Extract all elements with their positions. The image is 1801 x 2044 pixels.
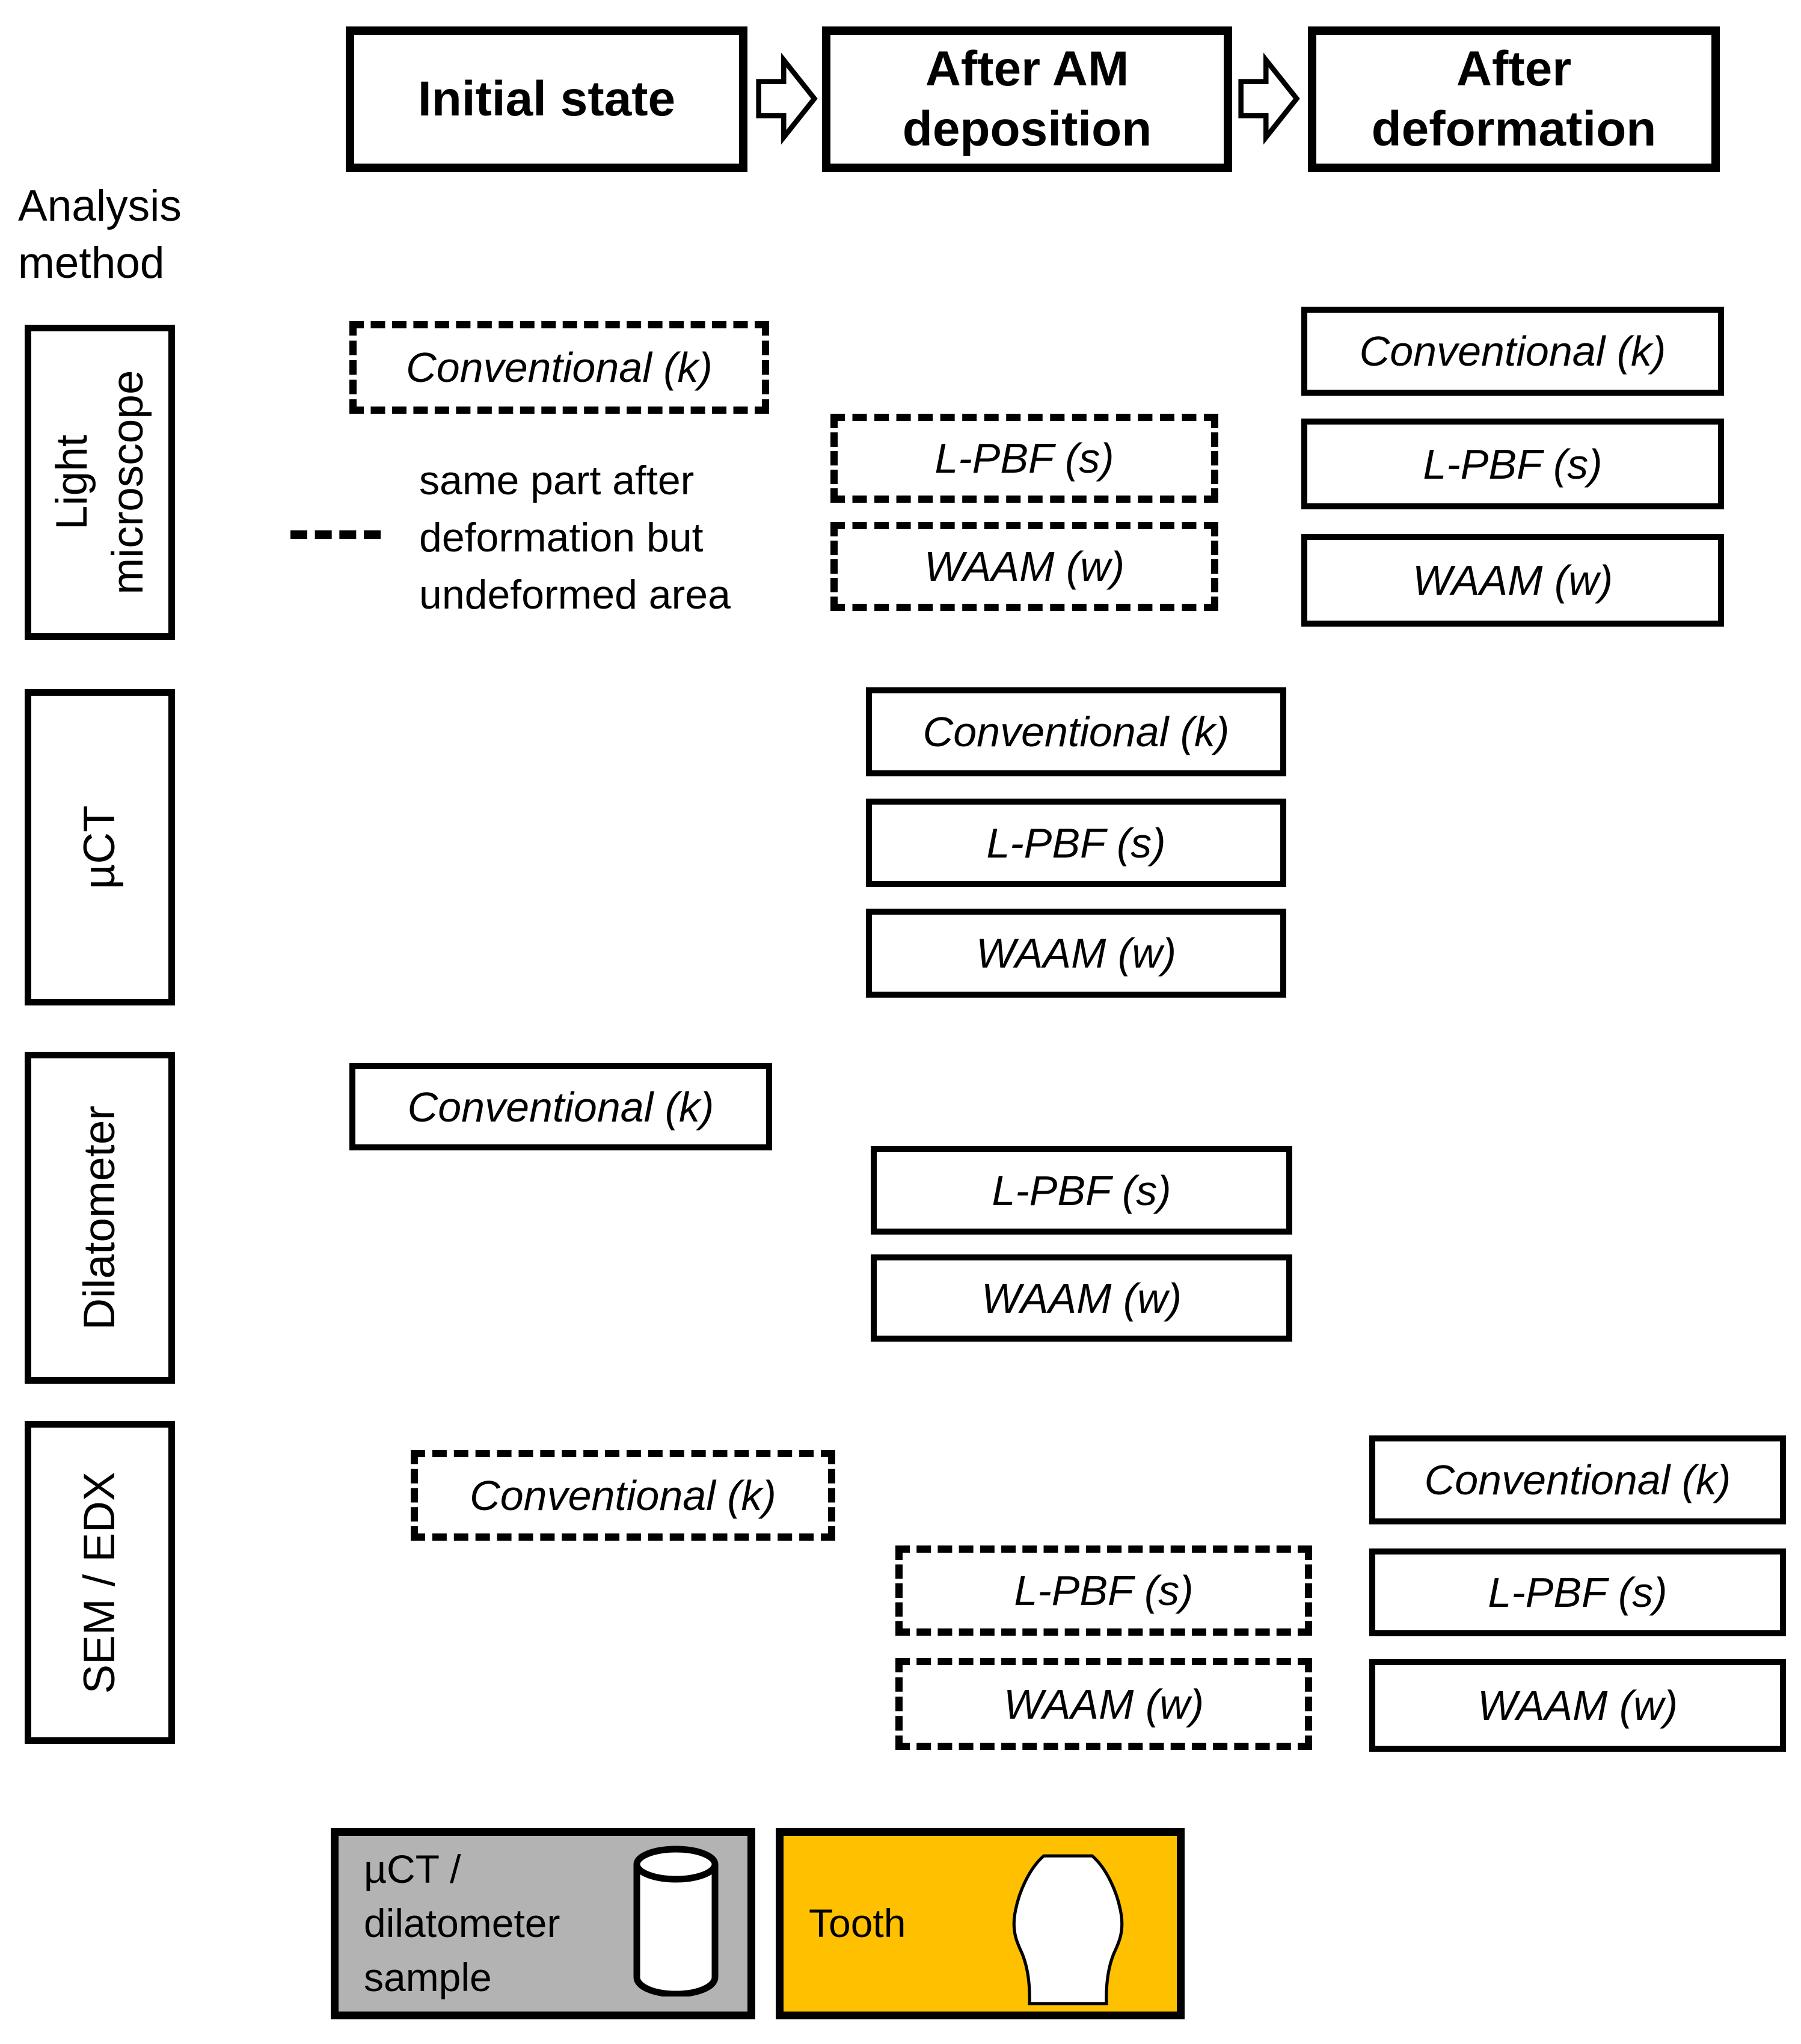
box-sem-afterdef-lpbf: L-PBF (s) (1369, 1548, 1786, 1636)
box-label: L-PBF (s) (992, 1167, 1171, 1214)
note-line2: deformation but (419, 515, 704, 561)
box-label: Conventional (k) (1424, 1456, 1731, 1503)
box-label: Conventional (k) (1359, 328, 1666, 375)
header-after-deformation-line2: deformation (1371, 102, 1657, 156)
box-sem-afteram-waam-dashed: WAAM (w) (895, 1658, 1312, 1750)
dashed-legend-note: same part after deformation but undeform… (419, 452, 731, 624)
box-label: WAAM (w) (1477, 1682, 1678, 1729)
box-label: L-PBF (s) (986, 819, 1166, 867)
note-line1: same part after (419, 458, 695, 503)
row-label-light-microscope-line2: microscope (103, 370, 152, 595)
header-after-deformation-line1: After (1456, 41, 1572, 96)
box-label: WAAM (w) (975, 930, 1177, 977)
box-label: WAAM (w) (1003, 1680, 1204, 1728)
box-dil-afteram-lpbf: L-PBF (s) (871, 1146, 1292, 1235)
arrow-right-icon (1238, 51, 1300, 146)
legend-sample-line3: sample (364, 1954, 492, 1999)
box-label: WAAM (w) (1412, 557, 1613, 604)
row-label-uct: µCT (25, 689, 175, 1005)
box-lm-afterdef-waam: WAAM (w) (1301, 534, 1724, 627)
box-label: L-PBF (s) (1488, 1569, 1668, 1616)
box-sem-afterdef-waam: WAAM (w) (1369, 1659, 1786, 1752)
analysis-method-line1: Analysis (18, 182, 182, 230)
row-label-dilatometer: Dilatometer (25, 1052, 175, 1384)
box-label: L-PBF (s) (1423, 440, 1603, 488)
box-lm-initial-conventional-dashed: Conventional (k) (349, 321, 769, 414)
box-lm-afterdef-conventional: Conventional (k) (1301, 307, 1724, 396)
tooth-icon (1005, 1852, 1131, 2007)
header-initial-state-label: Initial state (417, 71, 676, 126)
legend-tooth-text: Tooth (809, 1901, 906, 1946)
box-dil-afteram-waam: WAAM (w) (871, 1254, 1292, 1342)
box-lm-afteram-waam-dashed: WAAM (w) (830, 522, 1218, 611)
box-label: Conventional (k) (922, 708, 1230, 755)
box-label: Conventional (k) (470, 1472, 776, 1519)
box-uct-afteram-conventional: Conventional (k) (866, 687, 1286, 776)
row-label-sem-edx-text: SEM / EDX (75, 1471, 124, 1694)
header-after-am-line1: After AM (925, 41, 1129, 96)
box-label: WAAM (w) (981, 1274, 1182, 1322)
legend-sample-line2: dilatometer (364, 1901, 560, 1946)
box-label: L-PBF (s) (1014, 1567, 1194, 1614)
box-label: Conventional (k) (406, 344, 713, 391)
box-label: L-PBF (s) (934, 435, 1114, 482)
box-uct-afteram-waam: WAAM (w) (866, 909, 1286, 998)
analysis-method-line2: method (18, 238, 165, 287)
row-label-light-microscope-line1: Light (47, 434, 96, 530)
box-lm-afterdef-lpbf: L-PBF (s) (1301, 419, 1724, 509)
arrow-right-icon (755, 51, 818, 146)
box-sem-afterdef-conventional: Conventional (k) (1369, 1435, 1786, 1524)
box-sem-afteram-lpbf-dashed: L-PBF (s) (895, 1545, 1312, 1636)
row-label-dilatometer-text: Dilatometer (75, 1105, 124, 1330)
dashed-line-sample (290, 530, 381, 539)
box-sem-initial-conventional-dashed: Conventional (k) (411, 1450, 835, 1541)
box-lm-afteram-lpbf-dashed: L-PBF (s) (830, 414, 1218, 503)
box-label: Conventional (k) (407, 1083, 714, 1131)
box-label: WAAM (w) (924, 543, 1125, 590)
header-after-am-deposition: After AM deposition (822, 26, 1232, 172)
box-dil-initial-conventional: Conventional (k) (349, 1063, 772, 1150)
note-line3: undeformed area (419, 572, 731, 618)
box-uct-afteram-lpbf: L-PBF (s) (866, 799, 1286, 887)
analysis-method-caption: Analysis method (18, 178, 182, 292)
header-initial-state: Initial state (346, 26, 747, 172)
legend-sample-line1: µCT / (364, 1847, 461, 1892)
row-label-light-microscope: Light microscope (25, 325, 175, 640)
header-after-am-line2: deposition (902, 102, 1152, 156)
row-label-sem-edx: SEM / EDX (25, 1421, 175, 1744)
cylinder-icon (630, 1844, 722, 1996)
legend-sample-text: µCT / dilatometer sample (339, 1843, 560, 2004)
header-after-deformation: After deformation (1308, 26, 1720, 172)
row-label-uct-text: µCT (75, 805, 124, 889)
